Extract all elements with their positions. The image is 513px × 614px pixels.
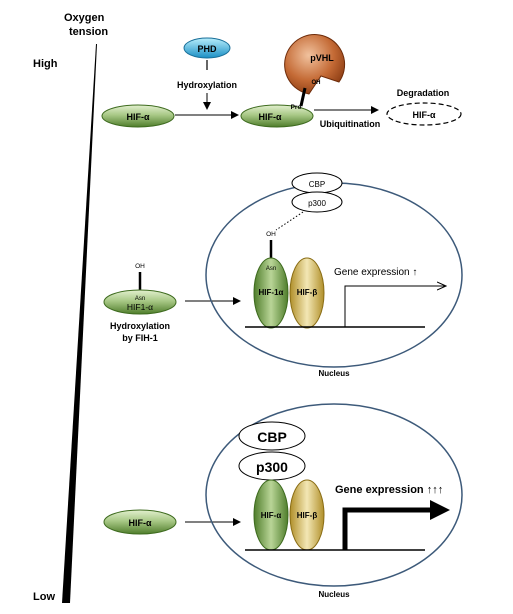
phd-label: PHD (197, 44, 217, 54)
hif-beta-middle (289, 257, 325, 329)
oxygen-low-label: Low (33, 591, 55, 603)
middle-oh-label: OH (135, 263, 145, 270)
pvhl-label: pVHL (310, 53, 334, 63)
hif-alpha-bottom-left (103, 509, 177, 535)
fih-caption-line1: Hydroxylation (110, 321, 170, 331)
p300-middle (291, 191, 343, 213)
middle-asn-label: Asn (135, 296, 145, 302)
pvhl-oh-bond (299, 87, 307, 107)
hif-alpha-left-label: HIF-α (126, 112, 149, 122)
hif-alpha-left (101, 104, 175, 128)
middle-oh-inner-label: OH (266, 231, 276, 238)
ubiquitination-label: Ubiquitination (320, 119, 381, 129)
p300-bottom-label: p300 (256, 459, 288, 475)
fih-caption-line2: by FIH-1 (122, 333, 158, 343)
hif-beta-bottom-label: HIF-β (297, 511, 318, 520)
degraded-hif-label: HIF-α (412, 110, 435, 120)
middle-asn-inner-label: Asn (266, 266, 276, 272)
oxygen-gradient-wedge (62, 44, 97, 603)
oxygen-high-label: High (33, 58, 58, 70)
pvhl-oh-label: OH (312, 80, 321, 86)
hydroxylation-label: Hydroxylation (177, 80, 237, 90)
nucleus-middle-label: Nucleus (318, 369, 350, 378)
oxygen-title-line2: tension (69, 26, 108, 38)
hif-alpha-hydroxylated (240, 104, 314, 128)
degraded-hif-outline (386, 102, 462, 126)
transcription-arrow-middle (344, 286, 446, 327)
hif1-alpha-left-label: HIF1-α (127, 302, 153, 312)
coactivator-blocked-link (275, 211, 304, 231)
nucleus-bottom (205, 403, 463, 587)
gene-expression-bottom: Gene expression ↑↑↑ (335, 484, 443, 496)
cbp-bottom (238, 421, 306, 451)
oxygen-title-line1: Oxygen (64, 12, 105, 24)
hif-alpha-nuclear-bottom-label: HIF-α (261, 511, 282, 520)
degradation-label: Degradation (397, 88, 450, 98)
p300-middle-label: p300 (308, 199, 326, 208)
transcription-arrow-bottom (342, 507, 432, 550)
pvhl-protein (284, 34, 346, 95)
hif1-alpha-nuclear-label: HIF-1α (259, 288, 284, 297)
pro-label: Pro (291, 104, 302, 111)
hif1-alpha-left (103, 289, 177, 315)
nucleus-bottom-label: Nucleus (318, 590, 350, 599)
cbp-middle-label: CBP (309, 180, 325, 189)
hif1-alpha-nuclear (253, 257, 289, 329)
hif-alpha-hydroxylated-label: HIF-α (258, 112, 281, 122)
hif-alpha-bottom-left-label: HIF-α (128, 518, 151, 528)
cbp-bottom-label: CBP (257, 429, 287, 445)
hif-beta-middle-label: HIF-β (297, 288, 318, 297)
phd-enzyme (183, 37, 231, 59)
transcription-arrowhead-bottom (430, 500, 450, 520)
gene-expression-middle: Gene expression ↑ (334, 267, 417, 278)
